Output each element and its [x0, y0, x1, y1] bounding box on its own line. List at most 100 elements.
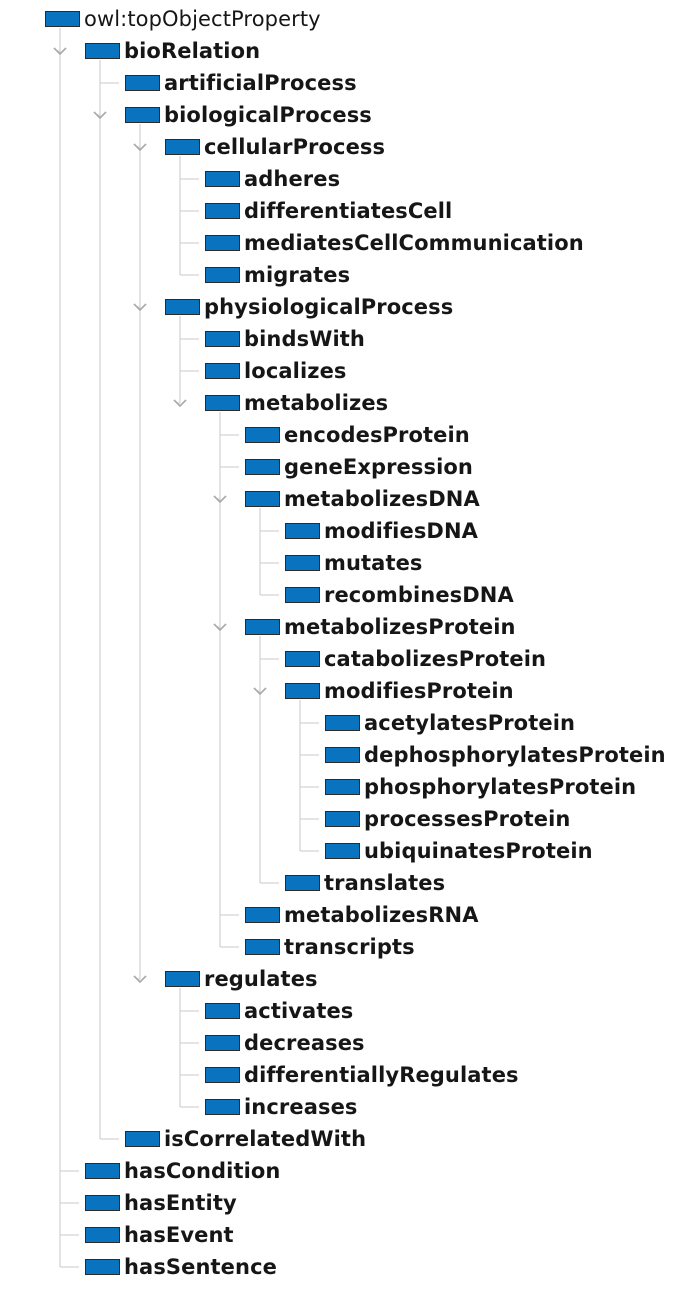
object-property-icon: [285, 875, 320, 891]
tree-node-mutates[interactable]: mutates: [285, 547, 423, 579]
tree-node-acetylates-protein[interactable]: acetylatesProtein: [325, 707, 575, 739]
tree-node-owl-top-object-property[interactable]: owl:topObjectProperty: [45, 3, 321, 35]
tree-node-artificial-process[interactable]: artificialProcess: [125, 67, 357, 99]
tree-node-label: transcripts: [284, 935, 415, 959]
tree-node-label: localizes: [244, 359, 347, 383]
object-property-icon: [165, 139, 200, 155]
tree-node-processes-protein[interactable]: processesProtein: [325, 803, 570, 835]
tree-node-metabolizes-dna[interactable]: metabolizesDNA: [245, 483, 480, 515]
tree-node-mediates-cell-communication[interactable]: mediatesCellCommunication: [205, 227, 584, 259]
tree-node-adheres[interactable]: adheres: [205, 163, 340, 195]
tree-node-label: biologicalProcess: [164, 103, 372, 127]
tree-node-has-entity[interactable]: hasEntity: [85, 1187, 237, 1219]
object-property-icon: [85, 1259, 120, 1275]
tree-node-metabolizes[interactable]: metabolizes: [205, 387, 388, 419]
object-property-icon: [205, 395, 240, 411]
tree-node-label: increases: [244, 1095, 358, 1119]
tree-node-decreases[interactable]: decreases: [205, 1027, 365, 1059]
tree-node-localizes[interactable]: localizes: [205, 355, 347, 387]
tree-node-label: differentiatesCell: [244, 199, 453, 223]
object-property-icon: [325, 811, 360, 827]
tree-node-label: ubiquinatesProtein: [364, 839, 593, 863]
tree-node-label: activates: [244, 999, 354, 1023]
tree-node-catabolizes-protein[interactable]: catabolizesProtein: [285, 643, 546, 675]
tree-node-label: modifiesDNA: [324, 519, 478, 543]
chevron-down-icon[interactable]: [132, 974, 148, 986]
tree-node-regulates[interactable]: regulates: [165, 963, 318, 995]
tree-node-label: artificialProcess: [164, 71, 357, 95]
tree-node-gene-expression[interactable]: geneExpression: [245, 451, 473, 483]
tree-node-label: translates: [324, 871, 446, 895]
chevron-down-icon[interactable]: [92, 110, 108, 122]
chevron-down-icon[interactable]: [212, 494, 228, 506]
tree-node-migrates[interactable]: migrates: [205, 259, 350, 291]
tree-node-is-correlated-with[interactable]: isCorrelatedWith: [125, 1123, 366, 1155]
tree-node-metabolizes-rna[interactable]: metabolizesRNA: [245, 899, 479, 931]
object-property-icon: [285, 587, 320, 603]
tree-node-label: decreases: [244, 1031, 365, 1055]
tree-node-label: differentiallyRegulates: [244, 1063, 519, 1087]
tree-node-biological-process[interactable]: biologicalProcess: [125, 99, 372, 131]
tree-node-recombines-dna[interactable]: recombinesDNA: [285, 579, 514, 611]
chevron-down-icon[interactable]: [132, 142, 148, 154]
chevron-down-icon[interactable]: [172, 398, 188, 410]
tree-node-label: encodesProtein: [284, 423, 470, 447]
object-property-icon: [205, 331, 240, 347]
object-property-icon: [205, 1099, 240, 1115]
tree-node-physiological-process[interactable]: physiologicalProcess: [165, 291, 453, 323]
object-property-icon: [85, 1227, 120, 1243]
object-property-icon: [205, 363, 240, 379]
tree-node-label: metabolizesProtein: [284, 615, 516, 639]
chevron-down-icon[interactable]: [132, 302, 148, 314]
tree-node-phosphorylates-protein[interactable]: phosphorylatesProtein: [325, 771, 636, 803]
tree-node-modifies-protein[interactable]: modifiesProtein: [285, 675, 514, 707]
tree-node-has-event[interactable]: hasEvent: [85, 1219, 234, 1251]
object-property-icon: [285, 683, 320, 699]
tree-node-label: processesProtein: [364, 807, 571, 831]
object-property-icon: [325, 843, 360, 859]
tree-node-transcripts[interactable]: transcripts: [245, 931, 415, 963]
tree-node-modifies-dna[interactable]: modifiesDNA: [285, 515, 478, 547]
tree-node-cellular-process[interactable]: cellularProcess: [165, 131, 385, 163]
tree-node-bio-relation[interactable]: bioRelation: [85, 35, 260, 67]
object-property-icon: [245, 907, 280, 923]
object-property-icon: [165, 299, 200, 315]
tree-node-label: hasEvent: [124, 1223, 234, 1247]
object-property-icon: [325, 715, 360, 731]
tree-node-label: bioRelation: [124, 39, 261, 63]
object-property-icon: [245, 491, 280, 507]
tree-node-encodes-protein[interactable]: encodesProtein: [245, 419, 470, 451]
tree-node-label: hasCondition: [124, 1159, 281, 1183]
tree-node-binds-with[interactable]: bindsWith: [205, 323, 365, 355]
tree-node-label: adheres: [244, 167, 341, 191]
object-property-icon: [85, 43, 120, 59]
tree-node-activates[interactable]: activates: [205, 995, 353, 1027]
tree-node-label: owl:topObjectProperty: [84, 7, 321, 31]
tree-node-label: acetylatesProtein: [364, 711, 576, 735]
tree-node-label: metabolizes: [244, 391, 389, 415]
tree-node-dephosphorylates-protein[interactable]: dephosphorylatesProtein: [325, 739, 666, 771]
tree-node-has-condition[interactable]: hasCondition: [85, 1155, 280, 1187]
object-property-icon: [205, 235, 240, 251]
object-property-icon: [125, 107, 160, 123]
tree-node-translates[interactable]: translates: [285, 867, 445, 899]
tree-node-differentially-regulates[interactable]: differentiallyRegulates: [205, 1059, 519, 1091]
object-property-icon: [205, 171, 240, 187]
tree-node-label: regulates: [204, 967, 318, 991]
tree-node-label: hasSentence: [124, 1255, 277, 1279]
chevron-down-icon[interactable]: [252, 686, 268, 698]
tree-node-metabolizes-protein[interactable]: metabolizesProtein: [245, 611, 516, 643]
object-property-icon: [165, 971, 200, 987]
tree-node-label: dephosphorylatesProtein: [364, 743, 666, 767]
chevron-down-icon[interactable]: [52, 46, 68, 58]
tree-node-differentiates-cell[interactable]: differentiatesCell: [205, 195, 452, 227]
tree-node-increases[interactable]: increases: [205, 1091, 358, 1123]
tree-node-has-sentence[interactable]: hasSentence: [85, 1251, 277, 1283]
chevron-down-icon[interactable]: [212, 622, 228, 634]
object-property-icon: [125, 1131, 160, 1147]
tree-node-ubiquinates-protein[interactable]: ubiquinatesProtein: [325, 835, 593, 867]
object-property-icon: [245, 939, 280, 955]
tree-node-label: metabolizesRNA: [284, 903, 479, 927]
tree-node-label: cellularProcess: [204, 135, 386, 159]
